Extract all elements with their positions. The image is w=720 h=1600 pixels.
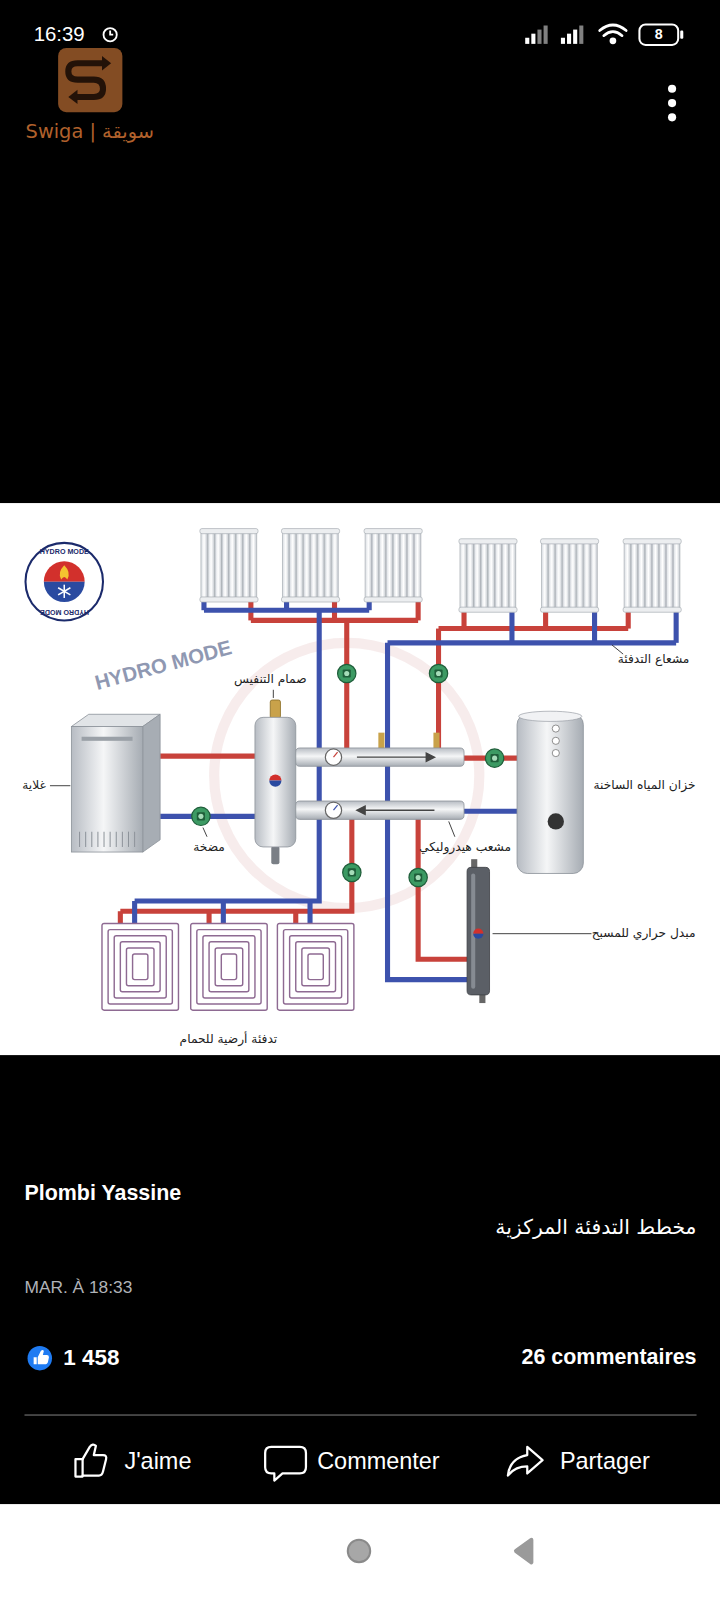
floor-heating bbox=[102, 923, 354, 1010]
nav-bar bbox=[0, 1504, 720, 1600]
action-label: Partager bbox=[560, 1447, 650, 1475]
brand-watermark: Swiga | سويقة bbox=[26, 120, 154, 143]
part-name: صمام التنفيس bbox=[234, 672, 307, 687]
wifi-icon bbox=[600, 25, 627, 43]
menu-dots bbox=[668, 85, 676, 122]
brand-logo bbox=[58, 48, 122, 112]
watermark: HYDRO MODE bbox=[92, 635, 234, 695]
divider bbox=[24, 1414, 696, 1416]
back-button bbox=[516, 1540, 531, 1562]
part-name: مشعاع التدفئة bbox=[618, 652, 690, 667]
part-name: خزان المياه الساخنة bbox=[593, 778, 695, 793]
logo-text: HYDRO MODE bbox=[40, 607, 89, 616]
diagram-panel bbox=[0, 503, 720, 1055]
battery-icon bbox=[639, 24, 683, 44]
watermark-ring bbox=[214, 643, 479, 908]
status-time: 16:39 bbox=[34, 22, 85, 46]
battery-level: 8 bbox=[655, 26, 663, 43]
post-text: مخطط التدفئة المركزية bbox=[495, 1215, 696, 1239]
action-label: Commenter bbox=[317, 1447, 440, 1475]
alarm-icon bbox=[104, 28, 117, 41]
part-name: مبدل حراري للمسبح bbox=[592, 926, 696, 941]
signal-icon bbox=[525, 26, 583, 44]
leader-lines bbox=[50, 645, 623, 934]
boiler bbox=[71, 714, 160, 852]
author-name: Plombi Yassine bbox=[24, 1181, 181, 1207]
like-badge bbox=[28, 1346, 52, 1370]
part-name: مضخة bbox=[193, 840, 225, 855]
brand-badge bbox=[25, 543, 103, 621]
part-name: تدفئة أرضية للحمام bbox=[180, 1032, 278, 1047]
part-name: غلاية bbox=[22, 778, 46, 793]
hydraulic-separator bbox=[255, 700, 296, 864]
radiators bbox=[200, 529, 681, 613]
logo-text: HYDRO MODE bbox=[40, 548, 89, 557]
post-date: MAR. À 18:33 bbox=[24, 1277, 132, 1298]
part-name: مشعب هيدروليكي bbox=[419, 840, 511, 855]
hot-water-tank bbox=[517, 711, 583, 873]
manifold bbox=[296, 733, 464, 820]
action-label: J'aime bbox=[124, 1447, 191, 1475]
heat-exchanger bbox=[467, 859, 489, 1003]
home-button bbox=[348, 1540, 370, 1562]
comment-count: 26 commentaires bbox=[522, 1345, 697, 1371]
like-count: 1 458 bbox=[63, 1345, 119, 1372]
action-icons bbox=[75, 1445, 542, 1481]
